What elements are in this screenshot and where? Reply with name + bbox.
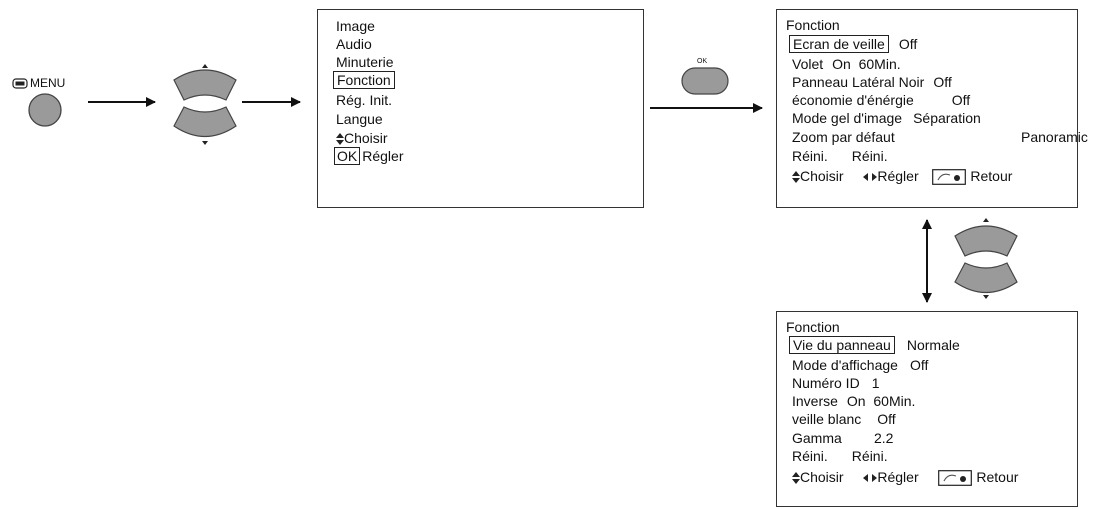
selected-highlight: Fonction [333, 71, 395, 89]
updown-buttons-icon-2 [954, 218, 1018, 299]
updown-arrows-icon [336, 133, 344, 146]
menu-label: MENU [30, 76, 66, 90]
leftright-arrows-icon [863, 173, 878, 182]
ok-label: OK [697, 58, 708, 65]
menu-button-icon [28, 93, 62, 127]
panel-footer-hints: Choisir Régler Retour [792, 469, 1018, 487]
leftright-arrows-icon [863, 474, 878, 483]
menu-item-audio[interactable]: Audio [336, 36, 372, 52]
ok-key-icon: OK [334, 147, 361, 165]
updown-arrows-icon [792, 171, 800, 184]
menu-item-fonction[interactable]: Fonction [333, 71, 395, 89]
updown-arrows-icon [792, 472, 800, 485]
menu-small-icon [12, 78, 28, 89]
main-menu-panel: Image Audio Minuterie Fonction Rég. Init… [317, 9, 644, 208]
return-button-icon [932, 169, 967, 186]
menu-item-reg-init[interactable]: Rég. Init. [336, 92, 393, 108]
setting-reini[interactable]: Réini.Réini. [792, 448, 888, 464]
setting-reini[interactable]: Réini.Réini. [792, 148, 888, 164]
hint-choose: Choisir [336, 130, 388, 147]
panel-title: Fonction [786, 319, 840, 335]
menu-item-minuterie[interactable]: Minuterie [336, 54, 394, 70]
menu-item-langue[interactable]: Langue [336, 111, 383, 127]
return-button-icon [938, 470, 973, 487]
panel-footer-hints: Choisir Régler Retour [792, 168, 1012, 186]
panel-title: Fonction [786, 17, 840, 33]
ok-button-icon [681, 67, 729, 95]
menu-item-image[interactable]: Image [336, 18, 375, 34]
updown-buttons-icon-1 [173, 64, 237, 145]
